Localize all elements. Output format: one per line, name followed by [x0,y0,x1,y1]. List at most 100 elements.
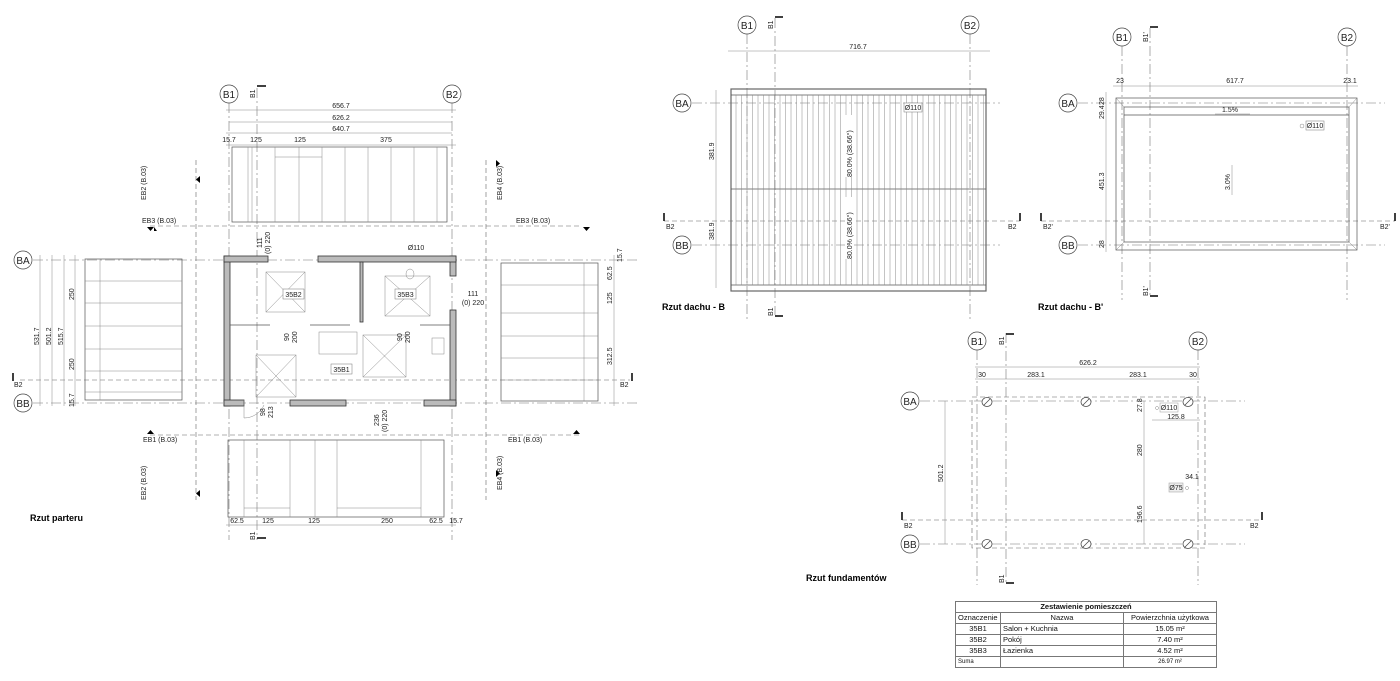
grid-label: B1 [1116,33,1129,44]
schedule-title: Zestawienie pomieszczeń [955,601,1217,613]
section-label: B2 [666,224,675,231]
dimension-label: 250 [69,358,76,370]
room-tag: 35B3 [397,292,413,299]
pile-hatch [1082,398,1090,406]
foundation-piles [981,397,1194,549]
roof-plan-b-prime: B1 B2 BA BB B2' B2' B1' B1' 617.7 23 23.… [1038,26,1396,312]
grid-label: BA [903,397,917,408]
dimension-label: 381.9 [709,142,716,160]
pipe-label: Ø110 [1161,405,1178,412]
grid-label: B2 [1341,33,1354,44]
dimension-label: 30 [978,372,986,379]
building-walls [223,255,457,419]
dimension-label: 375 [380,137,392,144]
dimension-label: 23.1 [1343,78,1357,85]
pile-hatch [1184,398,1192,406]
dimension-label: 125 [250,137,262,144]
column-header: Powierzchnia użytkowa [1123,612,1217,624]
pile-hatch [983,540,991,548]
dimension-label: 125 [308,518,320,525]
grid-bubble-b2: B2 [442,84,462,104]
grid-bubble-b1: B1 [219,84,239,104]
roof-plan-b: B1 B2 BA BB B2 B2 B1 B1 716.7 381.9 381.… [662,15,1021,320]
section-label: B1 [768,307,775,316]
dimension-label: 501.2 [46,327,53,345]
grid-label: BA [1061,99,1075,110]
grid-label: B1 [741,21,754,32]
elevation-mark: EB2 (B.03) [141,466,148,500]
elevation-mark: EB4 (B.03) [497,166,504,200]
section-label: B1 [250,531,257,540]
plan-title: Rzut fundamentów [806,573,887,583]
grid-bubble-ba: BA [13,250,33,270]
opening-label: (0) 220 [462,300,484,307]
slope-label: 80.0% (38.66°) [846,130,854,177]
dimension-label: 280 [1137,444,1144,456]
pipe-label: Ø110 [1307,123,1324,130]
dimension-label: 125.8 [1167,414,1185,421]
dimension-label: 626.2 [332,115,350,122]
dimension-label: 617.7 [1226,78,1244,85]
dimension-label: 15.7 [69,393,76,407]
pipe-label: Ø110 [905,105,922,112]
dimension-label: 640.7 [332,126,350,133]
grid-label: BB [1061,241,1075,252]
room-id: 35B3 [955,645,1001,657]
opening-label: (0) 220 [382,410,389,432]
grid-bubble-b2: B2 [960,15,980,35]
opening-label: 111 [257,237,264,248]
section-label: B1 [768,20,775,29]
grid-label: B1 [223,90,236,101]
opening-label: (0) 220 [265,232,272,254]
room-id: 35B1 [955,623,1001,635]
grid-bubble-b1: B1 [1112,27,1132,47]
column-header: Nazwa [1000,612,1124,624]
room-tag: 35B2 [285,292,301,299]
section-label: B1' [1143,32,1150,42]
dimension-label: 312.5 [607,347,614,365]
room-tag: 35B1 [333,367,349,374]
elevation-mark: EB3 (B.03) [142,218,176,225]
sum-value: 26.97 m² [1123,656,1217,668]
dimension-label: 381.9 [709,222,716,240]
plan-title: Rzut parteru [30,513,83,523]
dimension-label: 250 [69,288,76,300]
dimension-label: 27.8 [1137,398,1144,412]
dimension-label: 451.3 [1099,172,1106,190]
section-label: B2 [1008,224,1017,231]
section-label: B2 [904,523,913,530]
section-label: B2 [14,382,23,389]
elevation-mark: EB2 (B.03) [141,166,148,200]
pipe-label: Ø110 [408,245,425,252]
pile-hatch [983,398,991,406]
room-area: 15.05 m² [1123,623,1217,635]
dimension-label: 62.5 [429,518,443,525]
elevation-mark: EB4 (B.03) [497,456,504,490]
section-label: B1 [999,336,1006,345]
opening-label: 200 [292,331,299,343]
dimension-label: 15.7 [449,518,463,525]
grid-label: BB [903,540,917,551]
slope-label: 3.0% [1225,174,1232,190]
sum-label: Suma [955,656,1001,668]
pile-hatch [1184,540,1192,548]
opening-label: 213 [268,406,275,418]
opening-label: 90 [397,333,404,341]
pipe-label: Ø75 [1169,485,1182,492]
grid-bubble-ba: BA [900,391,920,411]
dimension-label: 29.4 [1099,105,1106,119]
dimension-label: 28 [1099,240,1106,248]
slope-label: 1.5% [1222,107,1238,114]
section-label: B1 [999,574,1006,583]
grid-bubble-b1: B1 [967,331,987,351]
dimension-label: 34.1 [1185,474,1199,481]
room-area: 7.40 m² [1123,634,1217,646]
elevation-mark: EB1 (B.03) [143,437,177,444]
grid-bubble-bb: BB [13,393,33,413]
grid-label: B2 [1192,337,1205,348]
grid-label: BA [675,99,689,110]
dimension-label: 283.1 [1027,372,1045,379]
plan-title: Rzut dachu - B' [1038,302,1103,312]
